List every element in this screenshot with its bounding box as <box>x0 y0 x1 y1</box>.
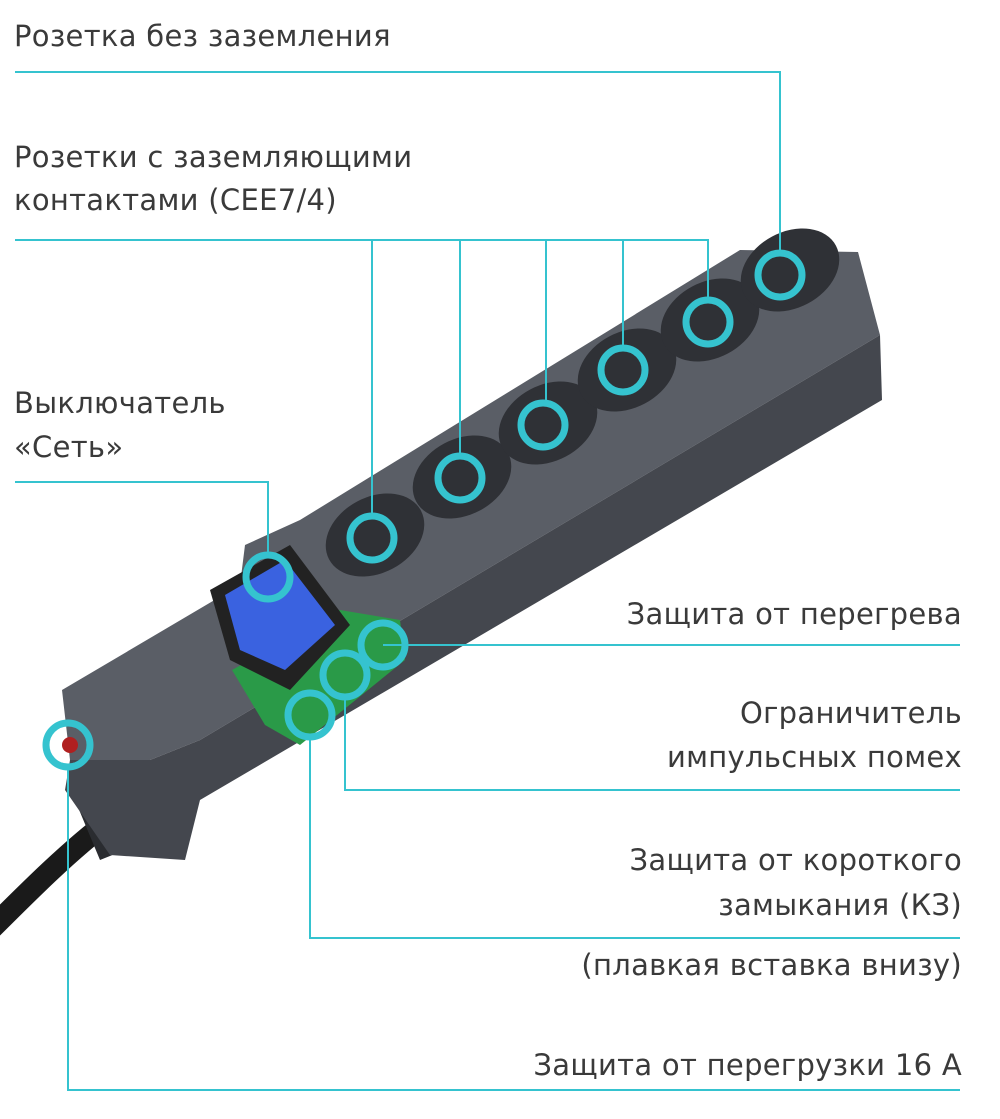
label-ungrounded-socket: Розетка без заземления <box>14 19 391 53</box>
label-overheat: Защита от перегрева <box>626 597 962 631</box>
sockets <box>325 228 840 577</box>
label-short-circuit-1: Защита от короткого <box>629 843 962 877</box>
label-grounded-sockets-1: Розетки с заземляющими <box>14 140 413 174</box>
label-grounded-sockets-2: контактами (CEE7/4) <box>14 183 337 217</box>
label-switch-2: «Сеть» <box>14 430 124 464</box>
label-short-circuit-2: замыкания (КЗ) <box>718 888 962 922</box>
label-surge-2: импульсных помех <box>666 740 962 774</box>
indicator-light <box>62 737 78 753</box>
callout-circles <box>42 249 806 771</box>
strip-body-side <box>65 335 882 860</box>
label-surge-1: Ограничитель <box>740 696 962 730</box>
callout-lines <box>15 71 960 1091</box>
label-overload: Защита от перегрузки 16 А <box>533 1048 962 1082</box>
label-switch-1: Выключатель <box>14 386 226 420</box>
label-fuse-note: (плавкая вставка внизу) <box>581 948 962 982</box>
